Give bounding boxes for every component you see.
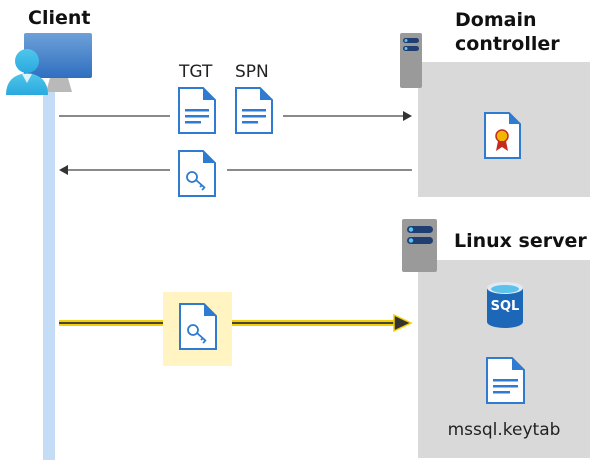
sql-database-icon [487, 282, 523, 328]
service-ticket-key-document-icon [179, 303, 217, 350]
tgt-document-icon [178, 87, 216, 134]
keytab-label: mssql.keytab [447, 420, 561, 440]
ticket-key-document-icon [178, 150, 216, 197]
linux-server-label: Linux server [454, 230, 587, 252]
linux-server-icon [402, 219, 437, 272]
server-icon [400, 33, 422, 88]
client-label: Client [28, 7, 91, 29]
sql-label: SQL [490, 299, 520, 314]
domain-controller-label: Domain controller [455, 9, 560, 55]
client-computer-user-icon [6, 33, 92, 95]
spn-document-icon [235, 87, 273, 134]
reply-arrowhead [59, 165, 68, 175]
request-arrowhead [403, 111, 412, 121]
certificate-icon [484, 112, 521, 159]
client-lifeline [43, 92, 55, 460]
tgt-label: TGT [179, 62, 213, 82]
service-ticket-arrowhead [393, 313, 413, 333]
keytab-document-icon [486, 357, 525, 404]
spn-label: SPN [235, 62, 269, 82]
